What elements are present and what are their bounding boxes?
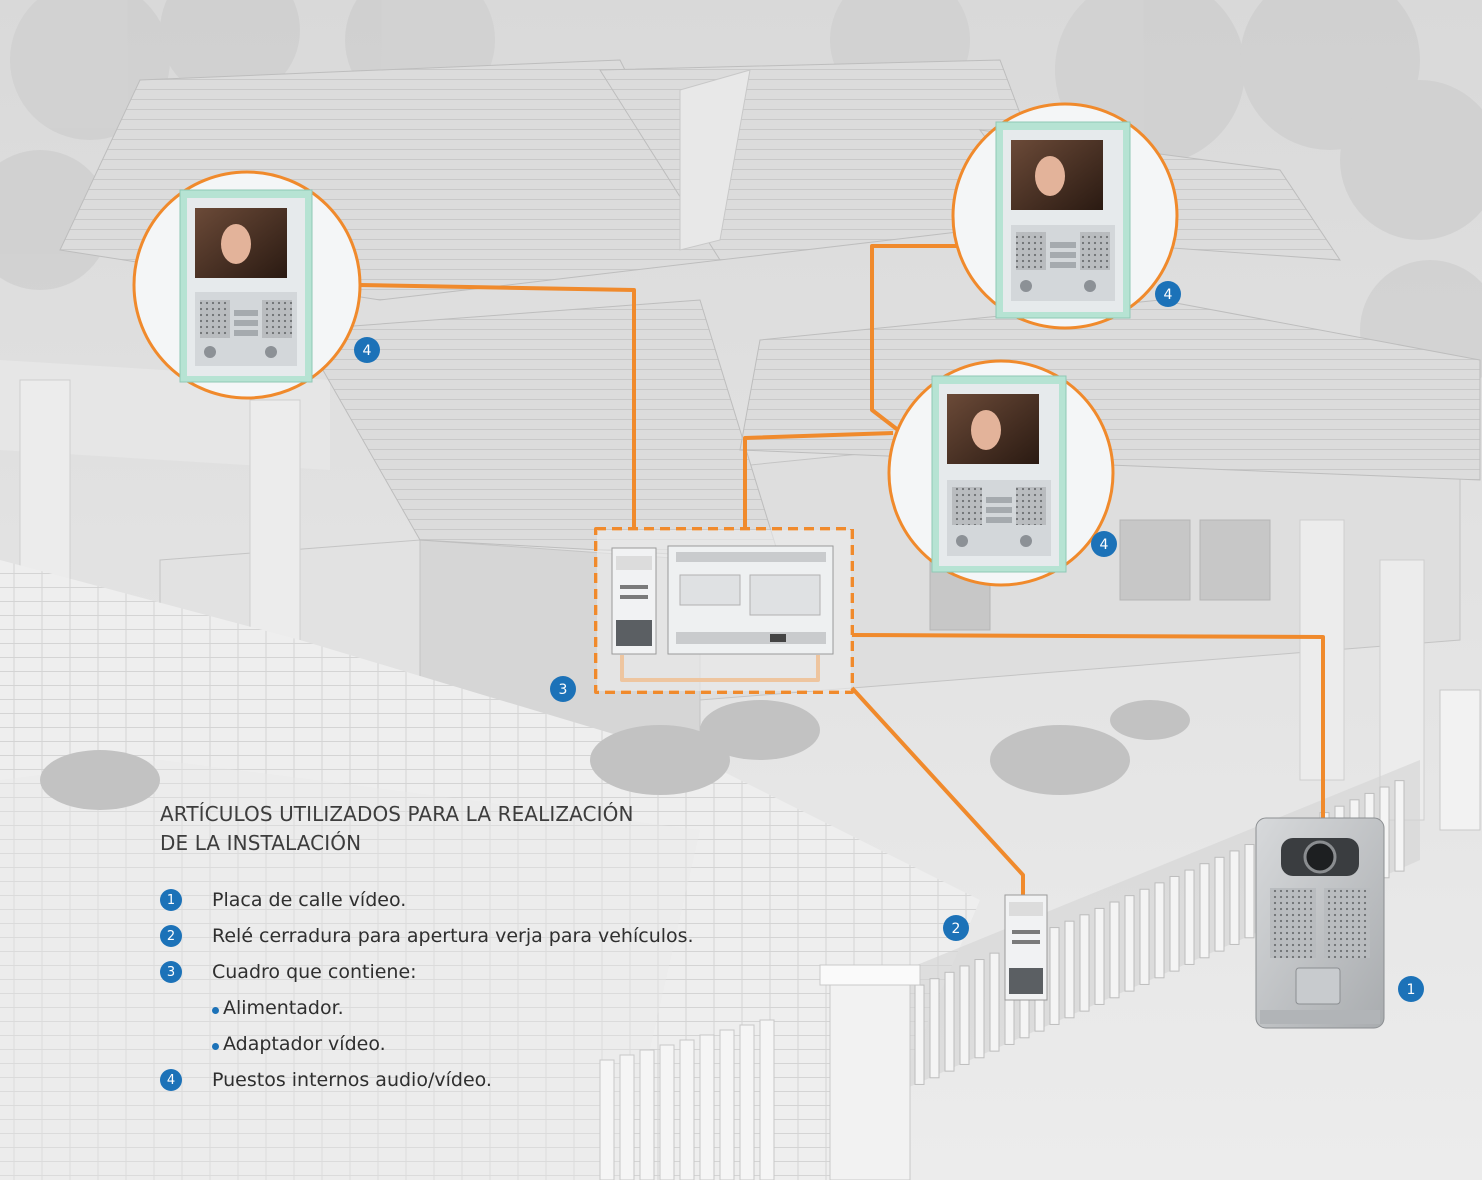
monitor-top-right (951, 102, 1179, 330)
cable-gate-relay (850, 686, 1025, 895)
fence-picket (1229, 850, 1240, 945)
badge-label: 4 (1100, 537, 1109, 553)
gate-relay-module (1004, 894, 1048, 1001)
bullet-icon (212, 1006, 219, 1014)
fence-picket (1109, 901, 1120, 999)
cable-monitor-middle (743, 431, 894, 528)
shrubs (40, 700, 1190, 810)
badge-monitor-top-left: 4 (354, 337, 380, 363)
fence-picket (1049, 927, 1060, 1025)
fence-picket (974, 959, 985, 1059)
fence-picket (1199, 863, 1210, 959)
legend-label: Cuadro que contiene: (212, 961, 417, 983)
legend-list: 1 Placa de calle vídeo. 2 Relé cerradura… (160, 882, 800, 1098)
legend-label: Relé cerradura para apertura verja para … (212, 925, 694, 947)
legend: ARTÍCULOS UTILIZADOS PARA LA REALIZACIÓN… (160, 800, 800, 1098)
fence-picket (1094, 907, 1105, 1005)
fence-picket (1154, 882, 1165, 979)
legend-subitem-2: Adaptador vídeo. (160, 1026, 800, 1062)
fence-picket (1139, 888, 1150, 985)
badge-control-box: 3 (550, 676, 576, 702)
legend-number: 1 (160, 889, 182, 911)
badge-label: 3 (559, 682, 568, 698)
legend-number: 2 (160, 925, 182, 947)
badge-monitor-top-right: 4 (1155, 281, 1181, 307)
badge-monitor-middle-right: 4 (1091, 531, 1117, 557)
fence-picket (914, 984, 925, 1085)
fence-picket (944, 971, 955, 1072)
badge-street-panel: 1 (1398, 976, 1424, 1002)
cable-monitor-top-right (870, 244, 958, 432)
legend-label: Placa de calle vídeo. (212, 889, 407, 911)
legend-subitem-label: Adaptador vídeo. (223, 1033, 386, 1055)
fence-picket (929, 978, 940, 1079)
legend-item-3: 3 Cuadro que contiene: (160, 954, 800, 990)
legend-title-line-1: ARTÍCULOS UTILIZADOS PARA LA REALIZACIÓN (160, 802, 634, 826)
front-gate (599, 1019, 775, 1180)
legend-number: 4 (160, 1069, 182, 1091)
fence-picket (1079, 914, 1090, 1012)
monitor-middle-right (887, 359, 1115, 587)
fence-picket (1394, 780, 1405, 872)
cable-street-panel (851, 633, 1325, 820)
badge-label: 4 (1164, 287, 1173, 303)
cable-monitor-left (359, 283, 636, 528)
fence-picket (1244, 844, 1255, 939)
fence-picket (1169, 875, 1180, 972)
legend-item-1: 1 Placa de calle vídeo. (160, 882, 800, 918)
legend-subitem-label: Alimentador. (223, 997, 344, 1019)
legend-item-4: 4 Puestos internos audio/vídeo. (160, 1062, 800, 1098)
control-box (597, 530, 851, 691)
legend-number: 3 (160, 961, 182, 983)
monitor-top-left (132, 170, 362, 400)
badge-label: 1 (1407, 982, 1416, 998)
fence-picket (1214, 856, 1225, 952)
legend-title-line-2: DE LA INSTALACIÓN (160, 831, 362, 855)
fence-picket (959, 965, 970, 1065)
legend-item-2: 2 Relé cerradura para apertura verja par… (160, 918, 800, 954)
badge-label: 4 (363, 343, 372, 359)
video-adapter-module (667, 545, 834, 655)
badge-gate-relay: 2 (943, 915, 969, 941)
fence-picket (1184, 869, 1195, 965)
fence-picket (1124, 895, 1135, 992)
fence-picket (1064, 920, 1075, 1019)
legend-subitem-1: Alimentador. (160, 990, 800, 1026)
fence-picket (989, 952, 1000, 1052)
legend-title: ARTÍCULOS UTILIZADOS PARA LA REALIZACIÓN… (160, 800, 800, 858)
legend-label: Puestos internos audio/vídeo. (212, 1069, 492, 1091)
bullet-icon (212, 1042, 219, 1050)
badge-label: 2 (952, 921, 961, 937)
control-box-border (594, 527, 854, 694)
power-supply-module (611, 547, 657, 655)
street-panel (1255, 817, 1385, 1029)
